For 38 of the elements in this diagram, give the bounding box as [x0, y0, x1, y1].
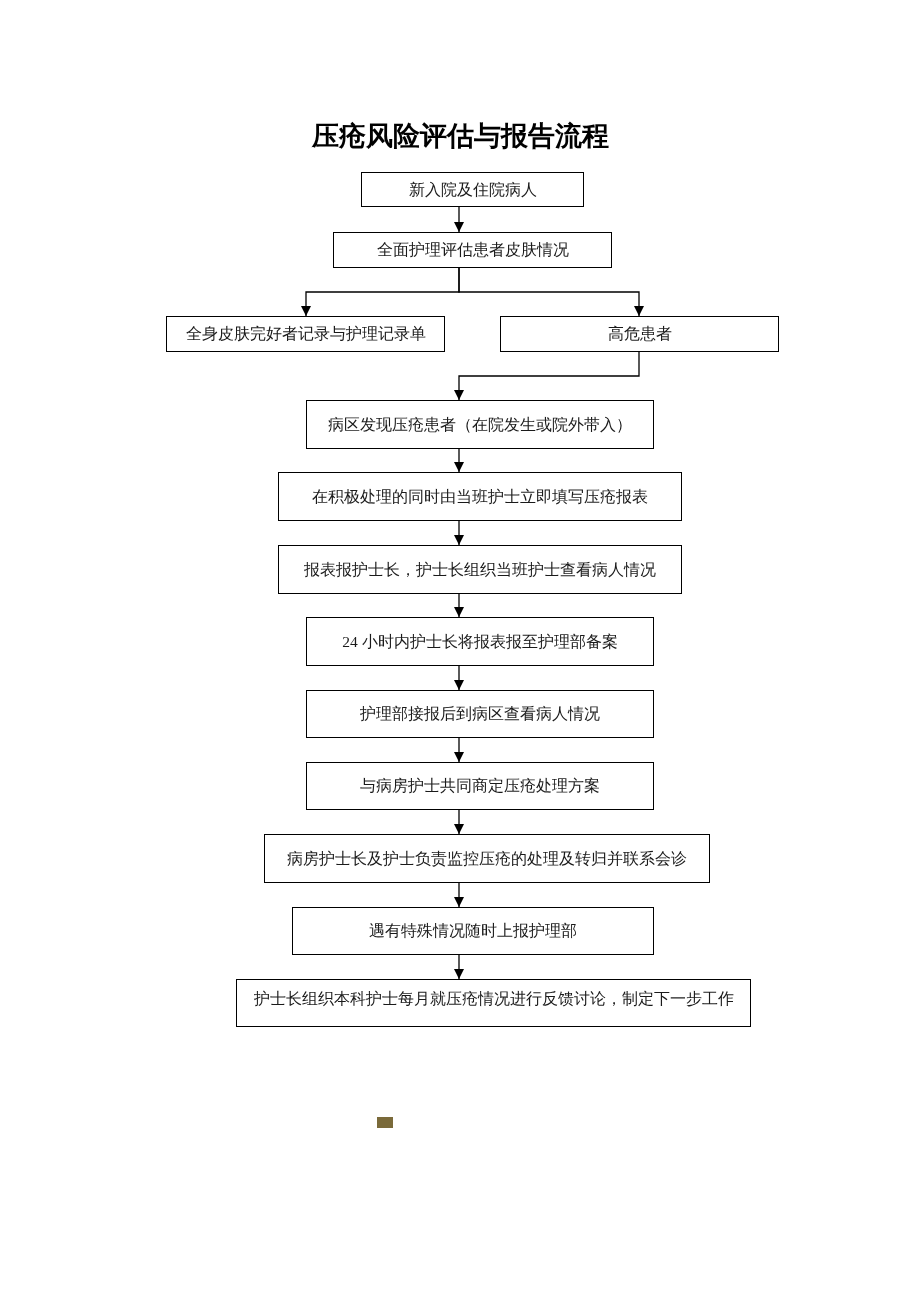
process-box	[278, 545, 682, 594]
process-box	[306, 690, 654, 738]
step-text: 病区发现压疮患者（在院发生或院外带入）	[328, 414, 632, 435]
step-text: 与病房护士共同商定压疮处理方案	[360, 776, 600, 796]
process-box	[306, 762, 654, 810]
process-box	[500, 316, 779, 352]
step-text: 护士长组织本科护士每月就压疮情况进行反馈讨论，制定下一步工作	[253, 989, 734, 1009]
arrow	[454, 593, 464, 618]
process-box	[236, 979, 751, 1027]
step-text: 高危患者	[607, 324, 672, 344]
process-box	[306, 617, 654, 666]
arrow	[454, 954, 464, 980]
arrow	[454, 882, 464, 908]
step-text: 遇有特殊情况随时上报护理部	[369, 921, 577, 941]
process-box	[166, 316, 445, 352]
process-box	[278, 472, 682, 521]
arrow	[454, 351, 640, 401]
process-box	[264, 834, 710, 883]
step-text: 报表报护士长，护士长组织当班护士查看病人情况	[304, 559, 656, 580]
diagram-title: 压疮风险评估与报告流程	[310, 120, 610, 153]
process-box	[306, 400, 654, 449]
arrow	[454, 809, 464, 835]
arrow	[458, 267, 644, 317]
process-box	[361, 172, 584, 207]
arrow	[454, 665, 464, 691]
arrow	[454, 206, 464, 233]
process-box	[333, 232, 612, 268]
arrow	[454, 737, 464, 763]
arrow	[454, 448, 464, 473]
step-text: 在积极处理的同时由当班护士立即填写压疮报表	[312, 486, 648, 507]
step-text: 护理部接报后到病区查看病人情况	[360, 704, 600, 724]
step-text: 全面护理评估患者皮肤情况	[376, 240, 569, 260]
arrow	[454, 520, 464, 546]
step-text: 24 小时内护士长将报表报至护理部备案	[342, 631, 618, 652]
step-text: 新入院及住院病人	[408, 179, 537, 200]
process-box	[292, 907, 654, 955]
step-text: 病房护士长及护士负责监控压疮的处理及转归并联系会诊	[287, 848, 687, 869]
step-text: 全身皮肤完好者记录与护理记录单	[185, 324, 426, 344]
